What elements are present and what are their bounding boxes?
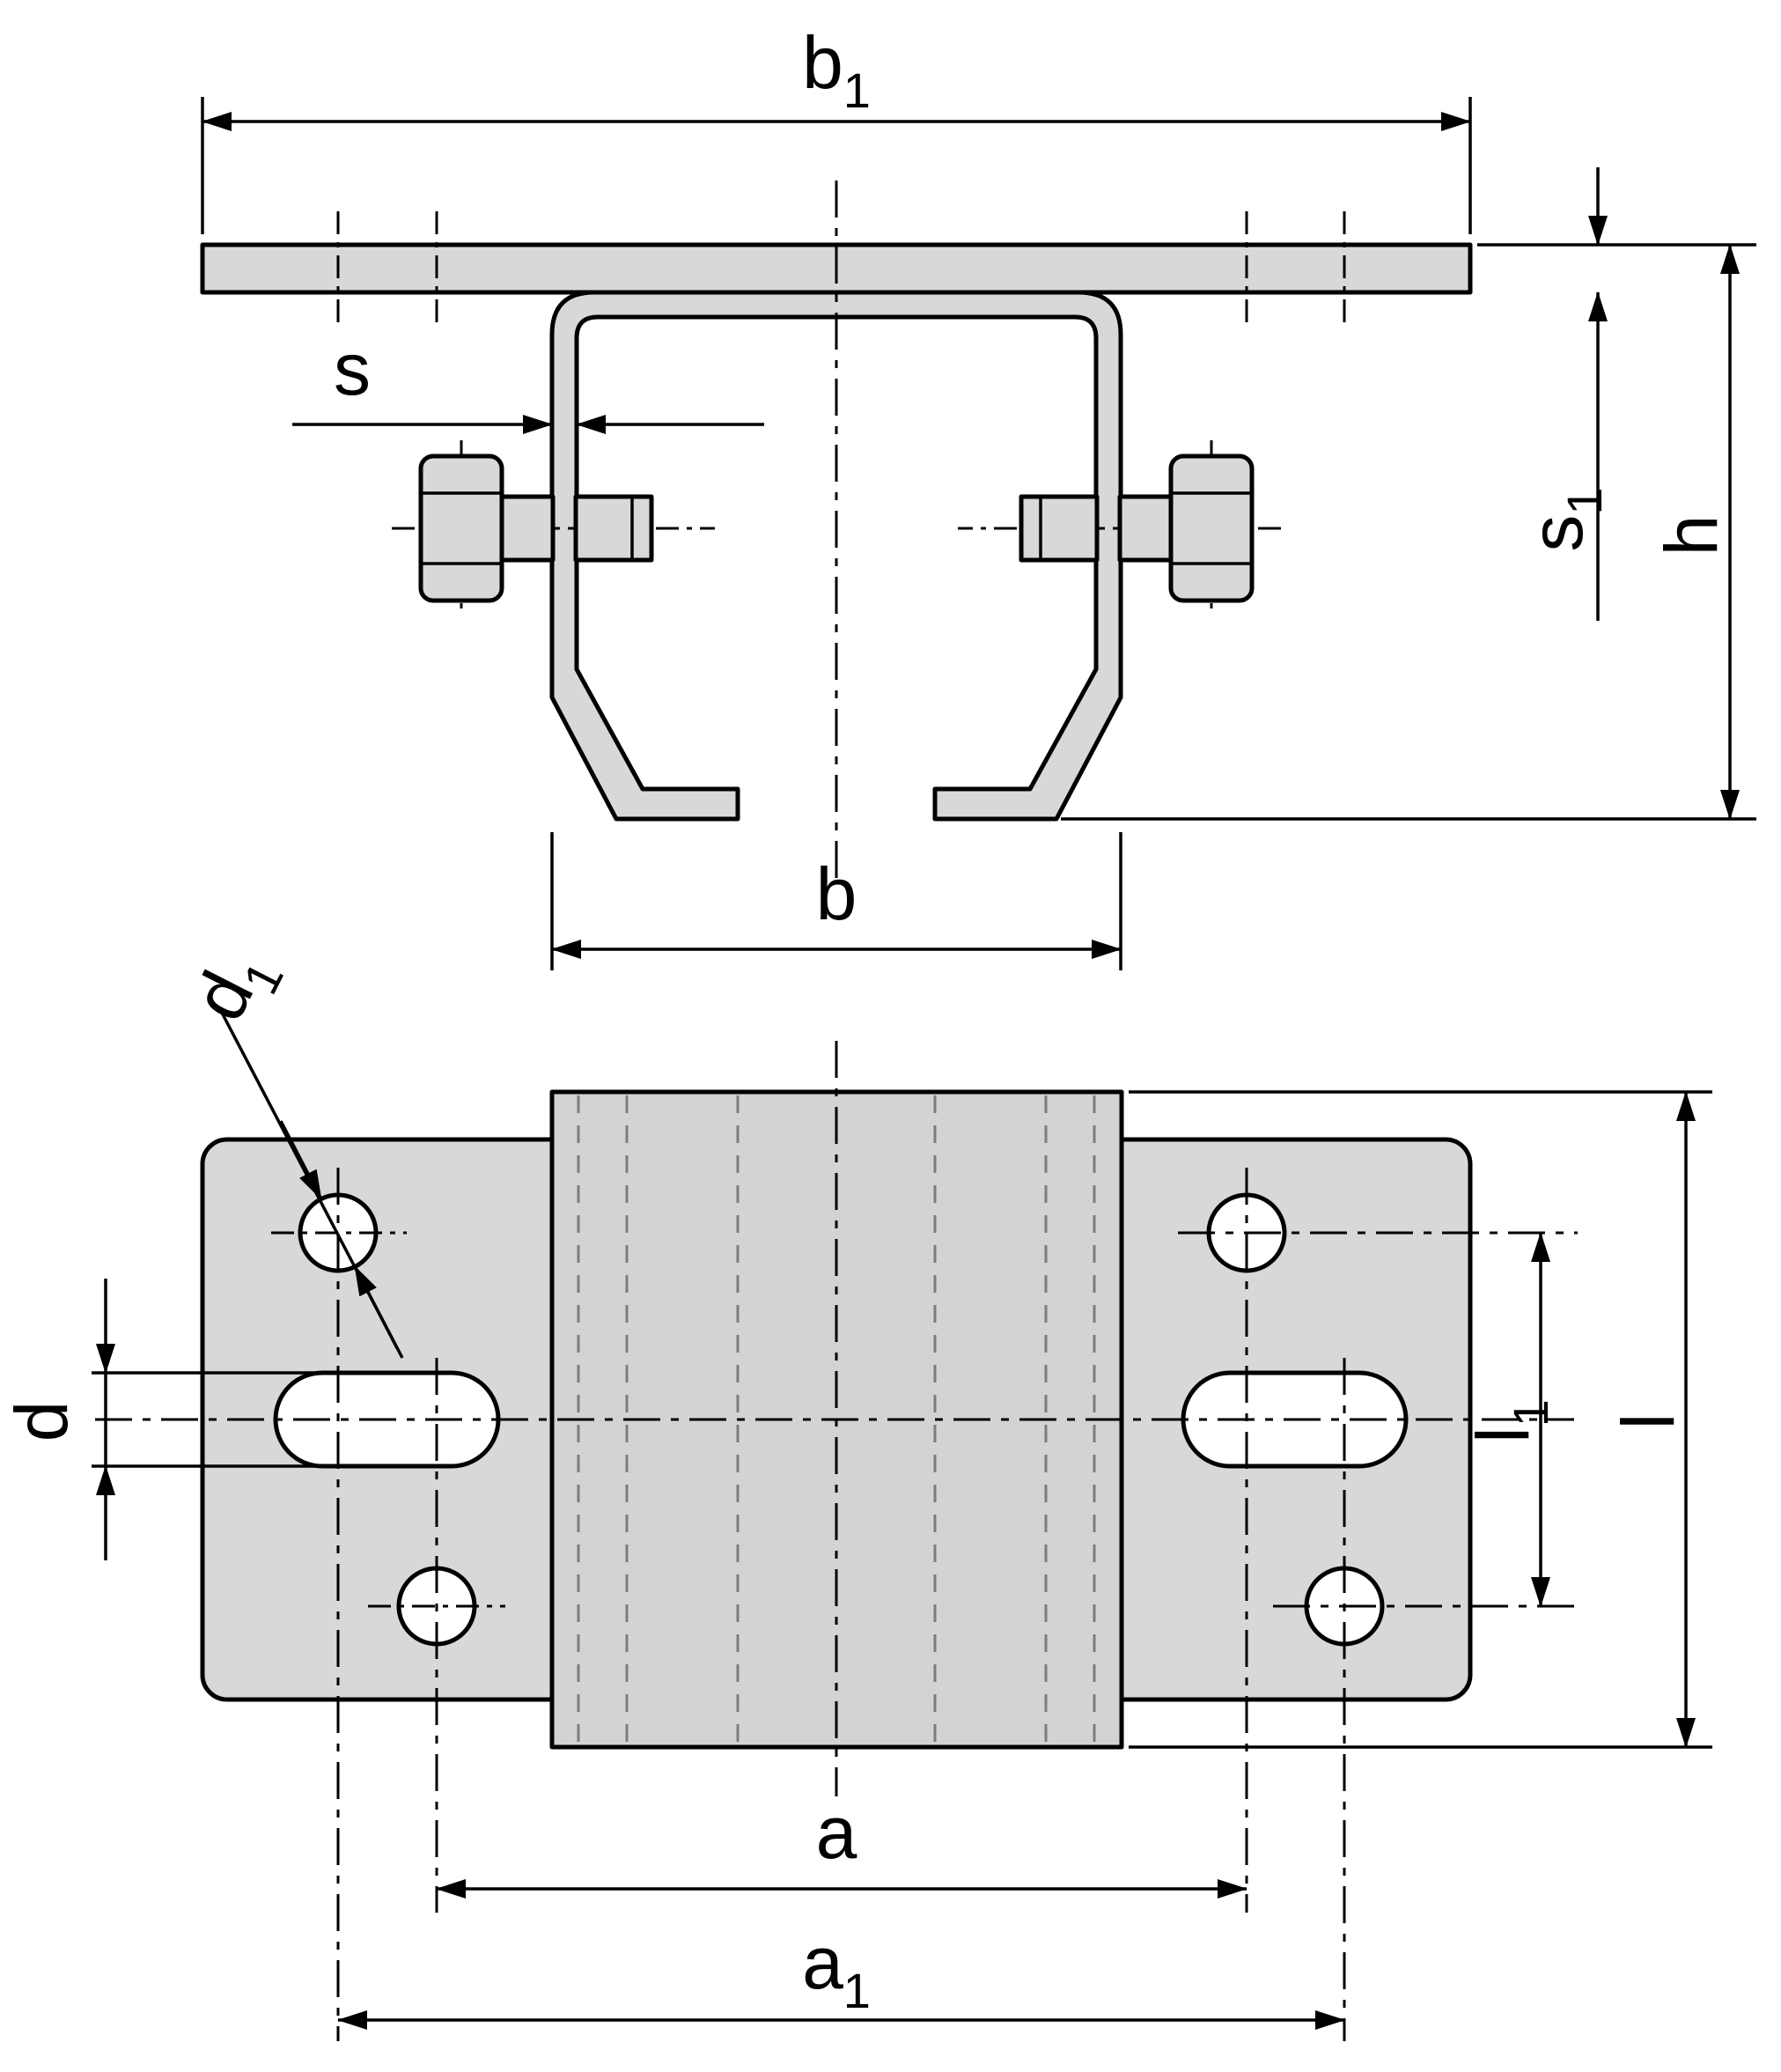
bolt-head bbox=[418, 453, 504, 603]
dim-l1: l1 bbox=[1461, 1232, 1558, 1607]
dim-b: b bbox=[550, 832, 1122, 970]
dim-s1-label: s1 bbox=[1515, 487, 1612, 551]
dim-l1-label: l1 bbox=[1461, 1399, 1558, 1443]
dim-h-label: h bbox=[1650, 515, 1733, 557]
rail-profile-section bbox=[549, 290, 1123, 822]
arrow-lower bbox=[353, 1265, 399, 1349]
dim-b1-label: b1 bbox=[802, 21, 871, 118]
dim-d: d bbox=[0, 1279, 319, 1560]
bolt-shank bbox=[499, 494, 556, 563]
front-view: b1 s bbox=[200, 21, 1756, 970]
dim-l: l bbox=[1129, 1090, 1712, 1749]
dim-a: a bbox=[436, 1791, 1247, 1899]
dim-s-label: s bbox=[334, 328, 371, 410]
dim-s1: s1 bbox=[1515, 167, 1612, 621]
bolt-left bbox=[392, 440, 715, 616]
dim-d-label: d bbox=[0, 1401, 83, 1442]
plan-view: d1 d l1 l a a bbox=[0, 934, 1712, 2041]
dim-s: s bbox=[292, 328, 764, 434]
dim-a-label: a bbox=[816, 1791, 857, 1874]
dim-d1-label: d1 bbox=[177, 934, 294, 1039]
bolt-thread-end bbox=[573, 494, 654, 563]
dim-b1: b1 bbox=[201, 21, 1472, 234]
dim-a1-label: a1 bbox=[802, 1921, 871, 2018]
dim-h: h bbox=[1061, 243, 1756, 821]
arrow-upper bbox=[279, 1120, 323, 1200]
dim-b-label: b bbox=[816, 852, 857, 935]
dim-l-label: l bbox=[1607, 1413, 1689, 1430]
dim-a1: a1 bbox=[337, 1921, 1345, 2030]
